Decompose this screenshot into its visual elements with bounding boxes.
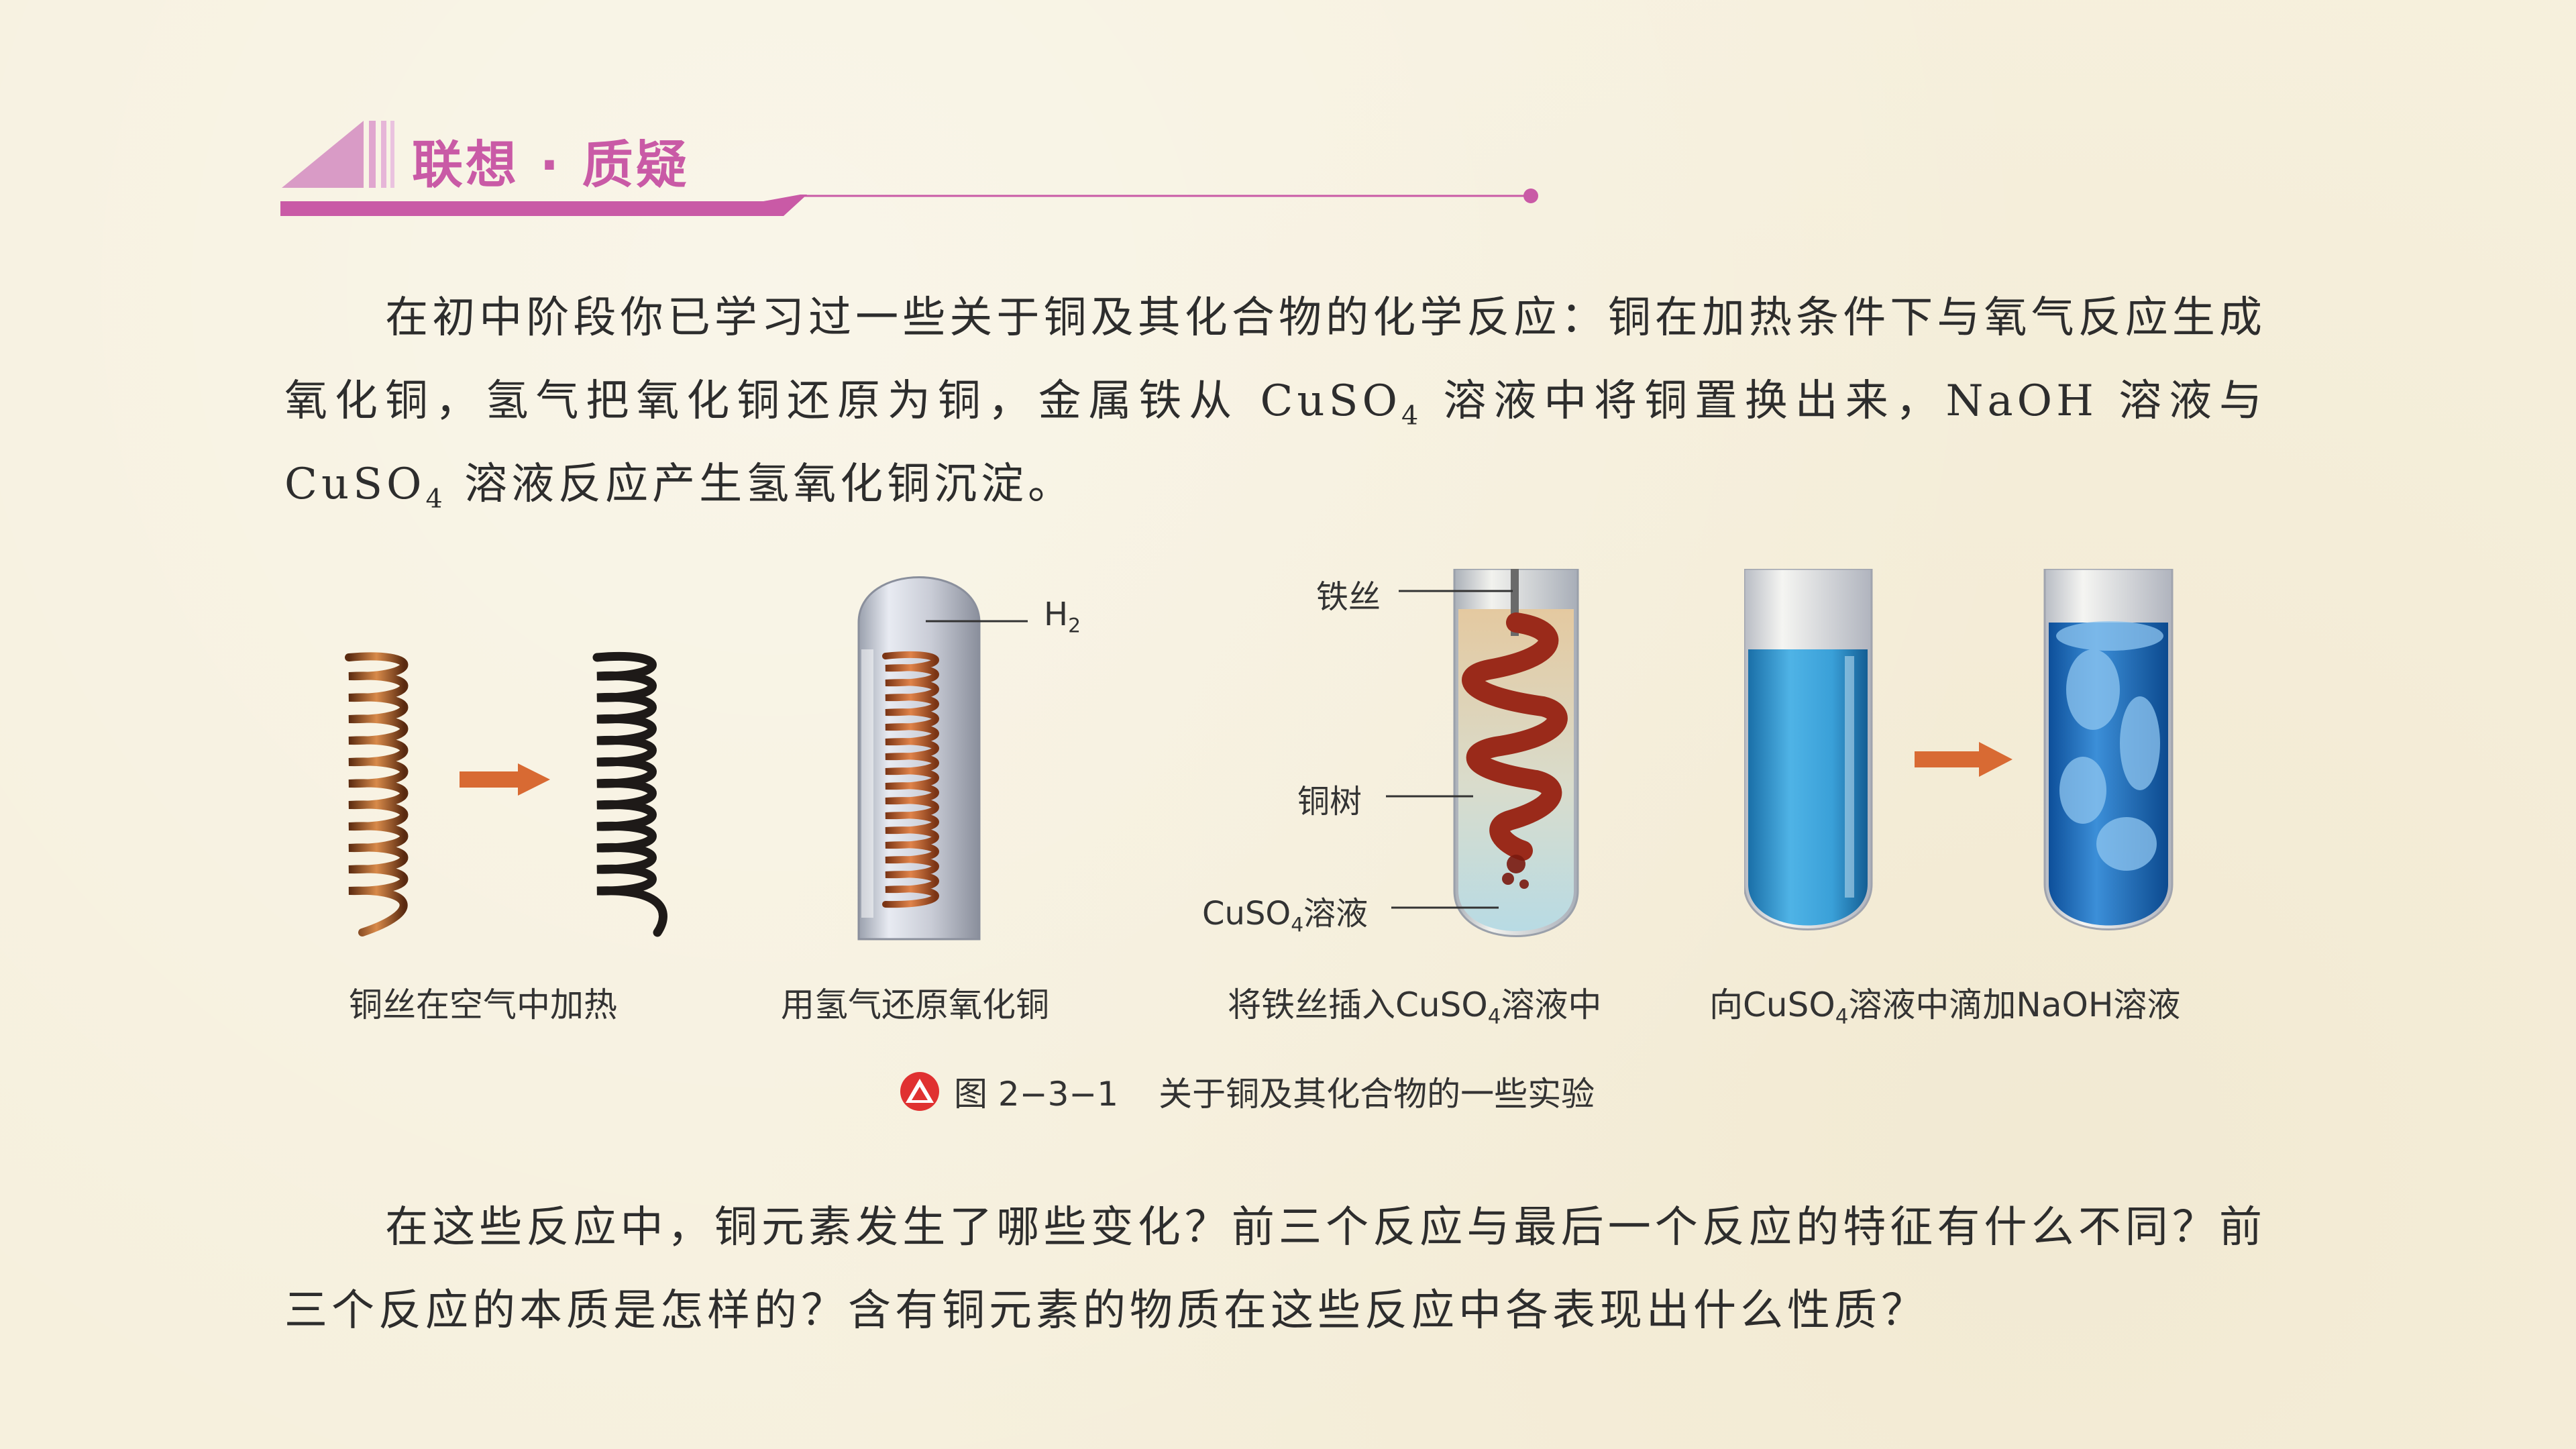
panel-copper-heating	[322, 637, 698, 946]
intro-sub-2: 4	[425, 483, 447, 515]
precipitate-clouds	[2056, 621, 2163, 871]
copper-tree-illustration	[1453, 568, 1579, 937]
panel-naoh-into-cuso4	[1743, 568, 2187, 945]
label-copper-tree: 铜树	[1297, 783, 1362, 820]
intro-paragraph: 在初中阶段你已学习过一些关于铜及其化合物的化学反应：铜在加热条件下与氧气反应生成…	[284, 276, 2266, 526]
label-iron-wire: 铁丝	[1316, 578, 1381, 616]
caption-naoh-into-cuso4: 向CuSO4溶液中滴加NaOH溶液	[1709, 985, 2181, 1029]
copper-coil	[345, 652, 409, 936]
arrow-right-icon	[460, 763, 550, 796]
figure-caption-text: 关于铜及其化合物的一些实验	[1159, 1075, 1595, 1114]
caption-hydrogen-reduction: 用氢气还原氧化铜	[781, 985, 1049, 1024]
copper-tree	[1462, 612, 1568, 861]
solution-leader-line	[1391, 906, 1499, 909]
copper-coils-illustration	[345, 651, 667, 937]
copper-coil	[882, 651, 939, 908]
iron-wire-leader-line	[1399, 590, 1513, 592]
panel-iron-in-cuso4	[1449, 568, 1583, 945]
panel-hydrogen-reduction	[852, 569, 1134, 945]
intro-text-2: 溶液中将铜置换出来，NaOH 溶液与 CuSO	[284, 376, 2267, 509]
section-title: 联想 · 质疑	[412, 135, 690, 195]
caption-iron-in-cuso4: 将铁丝插入CuSO4溶液中	[1228, 985, 1602, 1029]
precipitation-illustration	[1743, 568, 2174, 930]
section-header: 联想 · 质疑	[280, 115, 1542, 223]
intro-sub-1: 4	[1401, 400, 1423, 431]
copper-tree-leader-line	[1386, 795, 1473, 798]
arrow-right-icon	[1915, 742, 2012, 777]
intro-text-3: 溶液反应产生氢氧化铜沉淀。	[446, 460, 1075, 509]
figure-number: 图 2−3−1	[954, 1075, 1119, 1114]
question-paragraph: 在这些反应中，铜元素发生了哪些变化？前三个反应与最后一个反应的特征有什么不同？前…	[284, 1186, 2266, 1352]
intro-text-1: 在初中阶段你已学习过一些关于铜及其化合物的化学反应：铜在加热条件下与氧气反应生成…	[284, 293, 2266, 426]
test-tube-h2-illustration	[857, 576, 1028, 941]
header-decoration	[280, 121, 1538, 216]
question-text: 在这些反应中，铜元素发生了哪些变化？前三个反应与最后一个反应的特征有什么不同？前…	[284, 1203, 2266, 1336]
figure-title: 图 2−3−1 关于铜及其化合物的一些实验	[899, 1068, 1595, 1115]
blackened-coil	[592, 651, 667, 937]
triangle-warning-icon	[900, 1072, 939, 1111]
caption-copper-heating: 铜丝在空气中加热	[349, 985, 617, 1024]
label-h2: H2	[1044, 596, 1081, 638]
label-cuso4-solution: CuSO4溶液	[1202, 895, 1368, 937]
